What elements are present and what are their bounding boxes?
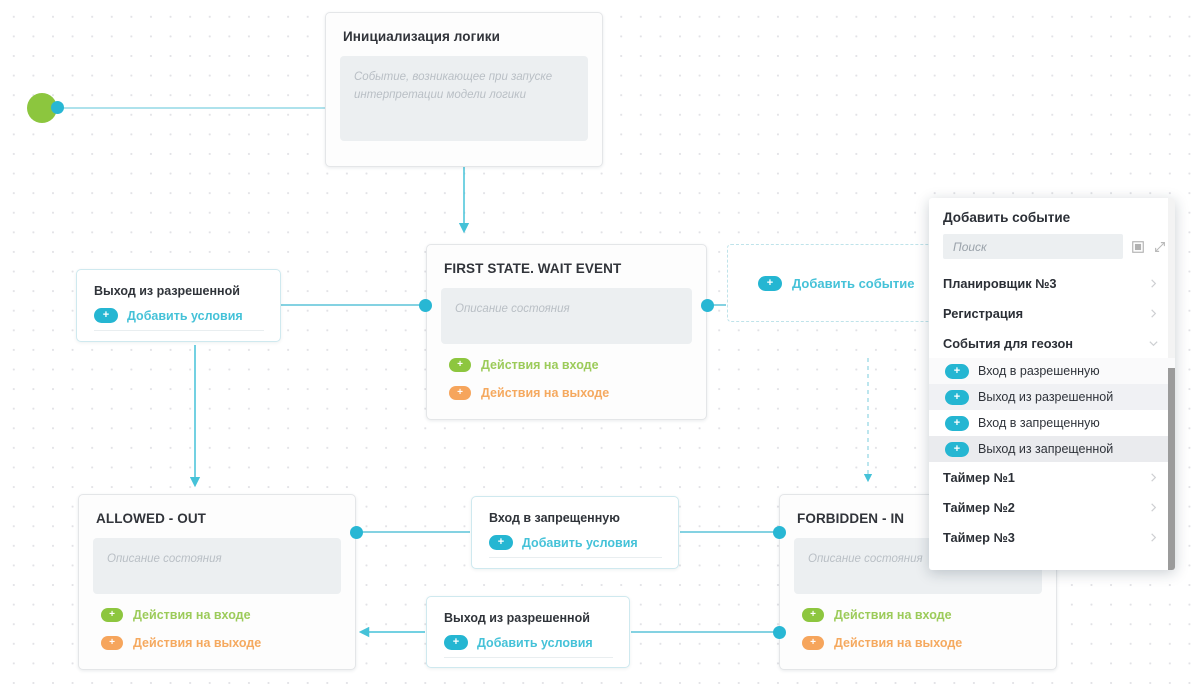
- enter-actions-label: Действия на входе: [133, 608, 251, 622]
- plus-icon: +: [802, 608, 824, 622]
- add-event-placeholder-label: Добавить событие: [792, 275, 915, 291]
- dropdown-title: Добавить событие: [943, 210, 1071, 225]
- plus-icon: +: [444, 635, 468, 650]
- chevron-right-icon: [1151, 278, 1157, 288]
- exit-actions-label: Действия на выходе: [133, 636, 262, 650]
- plus-icon: +: [945, 363, 969, 379]
- plus-icon: +: [489, 535, 513, 550]
- transition-title: Выход из разрешенной: [444, 611, 590, 625]
- dropdown-subitem-label: Вход в запрещенную: [978, 416, 1100, 430]
- node-first-state-enter-actions[interactable]: + Действия на входе: [427, 358, 706, 372]
- chevron-right-icon: [1151, 502, 1157, 512]
- node-forbidden-in-port-left-upper[interactable]: [773, 526, 786, 539]
- add-condition-label: Добавить условия: [477, 635, 593, 650]
- chevron-down-icon: [1149, 340, 1158, 346]
- transition-card-exit-allowed-top[interactable]: Выход из разрешенной + Добавить условия: [76, 269, 281, 342]
- node-forbidden-in-description-placeholder: Описание состояния: [808, 553, 923, 565]
- dropdown-item-planner-3[interactable]: Планировщик №3: [929, 268, 1175, 298]
- node-allowed-out-description[interactable]: Описание состояния: [93, 538, 341, 594]
- node-initialization-description-text: Событие, возникающее при запуске интерпр…: [354, 71, 553, 101]
- dropdown-subitem-enter-allowed[interactable]: + Вход в разрешенную: [929, 358, 1175, 384]
- node-initialization-title: Инициализация логики: [343, 29, 501, 44]
- node-initialization[interactable]: Инициализация логики Событие, возникающе…: [325, 12, 603, 167]
- dropdown-item-label: События для геозон: [943, 335, 1074, 351]
- node-first-state-description-placeholder: Описание состояния: [455, 303, 570, 315]
- node-first-state-title: FIRST STATE. WAIT EVENT: [444, 261, 622, 276]
- add-condition-label: Добавить условия: [127, 308, 243, 323]
- dropdown-item-label: Таймер №3: [943, 529, 1015, 545]
- plus-icon: +: [101, 636, 123, 650]
- plus-icon: +: [802, 636, 824, 650]
- node-first-state-port-left[interactable]: [419, 299, 432, 312]
- plus-icon: +: [94, 308, 118, 323]
- add-condition-button[interactable]: + Добавить условия: [489, 535, 662, 558]
- plus-icon: +: [449, 386, 471, 400]
- chevron-right-icon: [1151, 472, 1157, 482]
- dropdown-item-registration[interactable]: Регистрация: [929, 298, 1175, 328]
- chevron-right-icon: [1151, 308, 1157, 318]
- node-forbidden-in-enter-actions[interactable]: + Действия на входе: [780, 608, 1056, 622]
- node-first-state-port-right[interactable]: [701, 299, 714, 312]
- dropdown-subitem-enter-forbidden[interactable]: + Вход в запрещенную: [929, 410, 1175, 436]
- exit-actions-label: Действия на выходе: [834, 636, 963, 650]
- dropdown-subitem-exit-forbidden[interactable]: + Выход из запрещенной: [929, 436, 1175, 462]
- dropdown-item-label: Планировщик №3: [943, 275, 1057, 291]
- add-event-placeholder[interactable]: + Добавить событие: [727, 244, 932, 322]
- enter-actions-label: Действия на входе: [834, 608, 952, 622]
- dropdown-item-geozone-events[interactable]: События для геозон: [929, 328, 1175, 358]
- transition-title: Выход из разрешенной: [94, 284, 240, 298]
- add-condition-button[interactable]: + Добавить условия: [444, 635, 613, 658]
- plus-icon: +: [101, 608, 123, 622]
- dropdown-subitem-exit-allowed[interactable]: + Выход из разрешенной: [929, 384, 1175, 410]
- node-allowed-out-description-placeholder: Описание состояния: [107, 553, 222, 565]
- transition-card-enter-forbidden[interactable]: Вход в запрещенную + Добавить условия: [471, 496, 679, 569]
- node-allowed-out-enter-actions[interactable]: + Действия на входе: [79, 608, 355, 622]
- chevron-right-icon: [1151, 532, 1157, 542]
- plus-icon: +: [758, 275, 782, 291]
- plus-icon: +: [449, 358, 471, 372]
- search-input[interactable]: [943, 234, 1123, 259]
- dropdown-item-label: Таймер №2: [943, 499, 1015, 515]
- add-condition-label: Добавить условия: [522, 535, 638, 550]
- node-forbidden-in-exit-actions[interactable]: + Действия на выходе: [780, 636, 1056, 650]
- expand-icon[interactable]: [1153, 240, 1167, 254]
- dropdown-search-row: [929, 225, 1175, 259]
- node-forbidden-in-title: FORBIDDEN - IN: [797, 511, 905, 526]
- transition-title: Вход в запрещенную: [489, 511, 620, 525]
- dropdown-subitem-label: Вход в разрешенную: [978, 364, 1100, 378]
- exit-actions-label: Действия на выходе: [481, 386, 610, 400]
- node-allowed-out-exit-actions[interactable]: + Действия на выходе: [79, 636, 355, 650]
- node-first-state-exit-actions[interactable]: + Действия на выходе: [427, 386, 706, 400]
- dropdown-scrollbar-thumb[interactable]: [1168, 368, 1175, 570]
- dropdown-item-list[interactable]: Планировщик №3 Регистрация События для г…: [929, 268, 1175, 568]
- dropdown-item-timer-2[interactable]: Таймер №2: [929, 492, 1175, 522]
- node-allowed-out-port-right[interactable]: [350, 526, 363, 539]
- node-initialization-description: Событие, возникающее при запуске интерпр…: [340, 56, 588, 141]
- dropdown-item-timer-3[interactable]: Таймер №3: [929, 522, 1175, 552]
- transition-card-exit-allowed-bottom[interactable]: Выход из разрешенной + Добавить условия: [426, 596, 630, 668]
- node-allowed-out[interactable]: ALLOWED - OUT Описание состояния + Дейст…: [78, 494, 356, 670]
- dropdown-subitem-label: Выход из запрещенной: [978, 442, 1114, 456]
- dropdown-item-label: Регистрация: [943, 305, 1024, 321]
- list-view-icon[interactable]: [1131, 240, 1145, 254]
- enter-actions-label: Действия на входе: [481, 358, 599, 372]
- node-first-state-description[interactable]: Описание состояния: [441, 288, 692, 344]
- add-event-dropdown[interactable]: Добавить событие Планировщик №3 Рег: [929, 198, 1175, 570]
- start-node-port[interactable]: [51, 101, 64, 114]
- dropdown-item-timer-1[interactable]: Таймер №1: [929, 462, 1175, 492]
- add-condition-button[interactable]: + Добавить условия: [94, 308, 264, 331]
- plus-icon: +: [945, 389, 969, 405]
- plus-icon: +: [945, 415, 969, 431]
- dropdown-subitem-label: Выход из разрешенной: [978, 390, 1114, 404]
- node-allowed-out-title: ALLOWED - OUT: [96, 511, 207, 526]
- dropdown-item-label: Таймер №1: [943, 469, 1015, 485]
- node-forbidden-in-port-left-lower[interactable]: [773, 626, 786, 639]
- plus-icon: +: [945, 441, 969, 457]
- node-first-state[interactable]: FIRST STATE. WAIT EVENT Описание состоян…: [426, 244, 707, 420]
